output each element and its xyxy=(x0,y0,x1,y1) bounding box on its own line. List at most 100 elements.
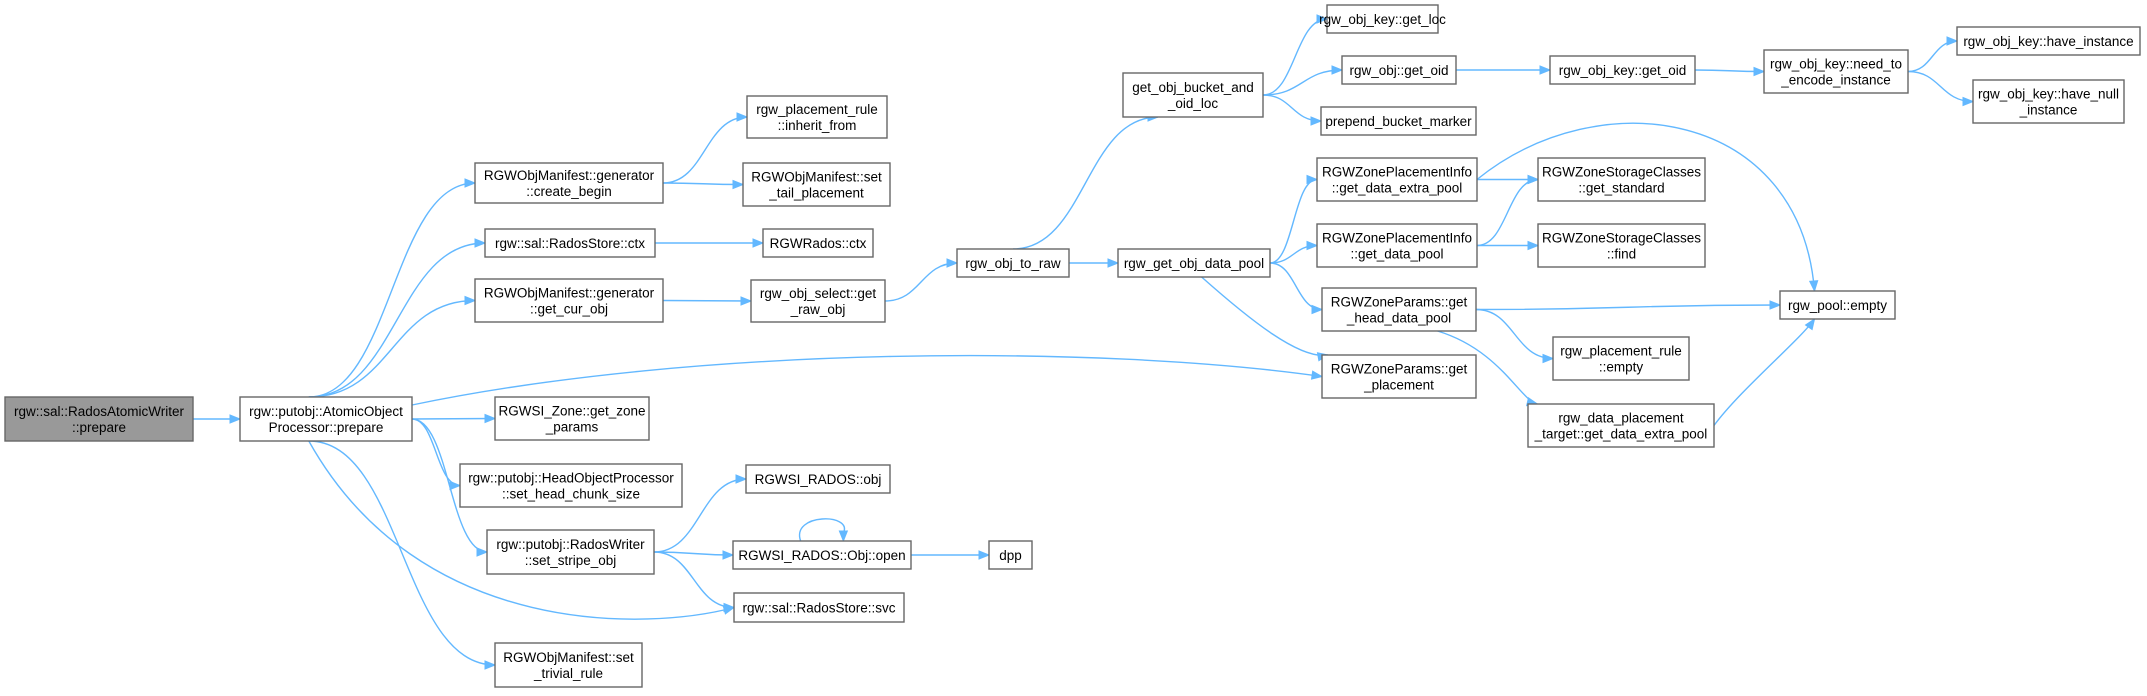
edge-arrowhead xyxy=(1310,370,1324,380)
edge-n1-to-n5 xyxy=(411,354,1324,406)
node-rgw-obj-key-get-oid[interactable]: rgw_obj_key::get_oid xyxy=(1549,55,1696,85)
node-rgw-data-placement-target-get-data-extra-pool[interactable]: rgw_data_placement_target::get_data_extr… xyxy=(1527,403,1715,448)
node-rgwsi-rados-obj[interactable]: RGWSI_RADOS::obj xyxy=(745,464,891,494)
node-rgwrados-ctx[interactable]: RGWRados::ctx xyxy=(762,228,874,258)
edge-arrowhead xyxy=(449,480,462,491)
node-rgwsi-zone-get-zone-params[interactable]: RGWSI_Zone::get_zone_params xyxy=(494,396,650,441)
node-rgw-obj-key-have-instance[interactable]: rgw_obj_key::have_instance xyxy=(1956,26,2141,56)
node-label: RGWSI_RADOS::obj xyxy=(755,472,882,487)
edge-n21-to-n22 xyxy=(1694,66,1766,77)
node-rgw-obj-key-need-to-encode-instance[interactable]: rgw_obj_key::need_to_encode_instance xyxy=(1763,49,1909,94)
node-box xyxy=(474,162,664,204)
node-rgwzoneplacementinfo-get-data-extra-pool[interactable]: RGWZonePlacementInfo::get_data_extra_poo… xyxy=(1316,157,1478,202)
node-box xyxy=(762,228,874,258)
node-rgwzonestorageclasses-find[interactable]: RGWZoneStorageClasses::find xyxy=(1537,223,1706,268)
node-rgwobjmanifest-set-trivial-rule[interactable]: RGWObjManifest::set_trivial_rule xyxy=(494,642,643,688)
node-box xyxy=(1341,55,1457,85)
edge-line xyxy=(1201,276,1329,357)
node-label: _trivial_rule xyxy=(533,666,603,681)
node-rgw-placement-rule-empty[interactable]: rgw_placement_rule::empty xyxy=(1552,336,1690,381)
edge-arrowhead xyxy=(736,112,749,122)
node-label: rgw::sal::RadosAtomicWriter xyxy=(14,404,185,419)
edge-arrowhead xyxy=(1962,96,1975,107)
edge-line xyxy=(1262,18,1328,96)
node-rgw-obj-select-get-raw-obj[interactable]: rgw_obj_select::get_raw_obj xyxy=(750,279,886,323)
node-rgw-obj-key-get-loc[interactable]: rgw_obj_key::get_loc xyxy=(1319,4,1446,34)
node-rgw-sal-radosatomicwriter-prepare[interactable]: rgw::sal::RadosAtomicWriter::prepare xyxy=(4,396,194,442)
node-rgw-placement-rule-inherit-from[interactable]: rgw_placement_rule::inherit_from xyxy=(746,95,888,139)
edge-line xyxy=(653,551,735,609)
edge-line xyxy=(1476,178,1539,247)
node-label: rgw_get_obj_data_pool xyxy=(1124,256,1264,271)
edge-arrowhead xyxy=(752,238,765,248)
node-label: RGWZonePlacementInfo xyxy=(1322,231,1472,246)
edge-arrowhead xyxy=(1769,300,1782,310)
edge-arrowhead xyxy=(1946,36,1959,46)
node-get-obj-bucket-and-oid-loc[interactable]: get_obj_bucket_and_oid_loc xyxy=(1122,72,1264,118)
edge-n16-to-n18 xyxy=(1262,14,1329,96)
edge-line xyxy=(411,417,496,420)
edge-arrowhead xyxy=(1539,65,1552,75)
edge-arrowhead xyxy=(1804,317,1816,331)
node-box xyxy=(1321,287,1477,332)
node-box xyxy=(1779,290,1896,320)
node-box xyxy=(1316,157,1478,202)
node-box xyxy=(1956,26,2141,56)
node-rgw-putobj-radoswriter-set-stripe-obj[interactable]: rgw::putobj::RadosWriter::set_stripe_obj xyxy=(486,529,655,575)
node-rgwzoneplacementinfo-get-data-pool[interactable]: RGWZonePlacementInfo::get_data_pool xyxy=(1316,223,1478,268)
edge-arrowhead xyxy=(1306,240,1319,251)
node-rgw-obj-key-have-null-instance[interactable]: rgw_obj_key::have_null_instance xyxy=(1972,79,2125,124)
node-rgw-get-obj-data-pool[interactable]: rgw_get_obj_data_pool xyxy=(1117,248,1271,278)
node-prepend-bucket-marker[interactable]: prepend_bucket_marker xyxy=(1320,106,1477,136)
node-box xyxy=(956,248,1070,278)
node-rgwobjmanifest-generator-get-cur-obj[interactable]: RGWObjManifest::generator::get_cur_obj xyxy=(474,278,664,323)
node-label: rgw_obj_key::need_to xyxy=(1770,57,1902,72)
edge-arrowhead xyxy=(946,258,959,268)
node-box xyxy=(750,279,886,323)
node-rgw-obj-get-oid[interactable]: rgw_obj::get_oid xyxy=(1341,55,1457,85)
node-label: rgw_placement_rule xyxy=(756,102,878,117)
node-box xyxy=(1527,403,1715,448)
node-rgwobjmanifest-generator-create-begin[interactable]: RGWObjManifest::generator::create_begin xyxy=(474,162,664,204)
node-rgw-sal-radosstore-ctx[interactable]: rgw::sal::RadosStore::ctx xyxy=(484,228,656,258)
edge-line xyxy=(1269,262,1323,311)
node-rgw-obj-to-raw[interactable]: rgw_obj_to_raw xyxy=(956,248,1070,278)
node-label: ::inherit_from xyxy=(778,118,857,133)
edge-line xyxy=(1475,304,1781,311)
edge-n1-to-n6 xyxy=(411,413,497,424)
edge-arrowhead xyxy=(1107,258,1120,268)
node-label: _oid_loc xyxy=(1167,96,1219,111)
node-box xyxy=(1117,248,1271,278)
node-rgwzonestorageclasses-get-standard[interactable]: RGWZoneStorageClasses::get_standard xyxy=(1537,157,1706,202)
node-rgw-sal-radosstore-svc[interactable]: rgw::sal::RadosStore::svc xyxy=(733,592,905,623)
edge-n14-to-n15 xyxy=(884,258,959,302)
node-label: RGWObjManifest::generator xyxy=(484,168,655,183)
edge-n1-to-n7 xyxy=(411,418,462,491)
node-rgw-putobj-headobjectprocessor-set-head-chunk-size[interactable]: rgw::putobj::HeadObjectProcessor::set_he… xyxy=(459,463,683,508)
edge-line xyxy=(308,299,476,398)
edge-line xyxy=(662,116,748,184)
node-label: _placement xyxy=(1363,378,1434,393)
node-rgw-putobj-atomicobjectprocessor-prepare[interactable]: rgw::putobj::AtomicObjectProcessor::prep… xyxy=(239,396,413,442)
node-rgwsi-rados-obj-open[interactable]: RGWSI_RADOS::Obj::open xyxy=(732,540,912,570)
node-label: rgw_data_placement xyxy=(1558,411,1684,426)
edge-n3-to-n13 xyxy=(655,238,765,248)
edge-n0-to-n1 xyxy=(193,414,242,424)
node-dpp[interactable]: dpp xyxy=(988,540,1033,570)
edge-n16-to-n19 xyxy=(1262,65,1344,96)
edge-n8-to-n33 xyxy=(653,474,748,553)
edge-n15-to-n17 xyxy=(1069,258,1120,268)
edge-arrowhead xyxy=(1808,280,1819,293)
node-rgw-pool-empty[interactable]: rgw_pool::empty xyxy=(1779,290,1896,320)
edge-line xyxy=(308,440,496,666)
edge-n1-to-n2 xyxy=(308,178,477,398)
edge-line xyxy=(308,182,476,398)
node-rgwzoneparams-get-placement[interactable]: RGWZoneParams::get_placement xyxy=(1321,354,1477,399)
edge-line xyxy=(662,182,744,186)
node-rgwzoneparams-get-head-data-pool[interactable]: RGWZoneParams::get_head_data_pool xyxy=(1321,287,1477,332)
node-box xyxy=(1321,354,1477,399)
node-label: RGWZoneStorageClasses xyxy=(1542,231,1701,246)
node-label: ::prepare xyxy=(72,420,126,435)
node-rgwobjmanifest-set-tail-placement[interactable]: RGWObjManifest::set_tail_placement xyxy=(742,162,891,207)
